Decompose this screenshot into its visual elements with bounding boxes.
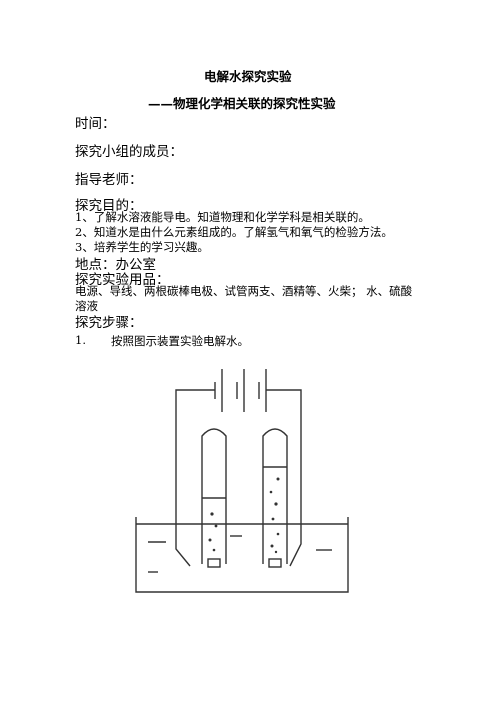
- purpose-item-1: 1、了解水溶液能导电。知道物理和化学学科是相关联的。: [75, 210, 370, 224]
- test-tube-right: [262, 428, 288, 564]
- electrode-right: [268, 558, 282, 568]
- electrode-left: [207, 558, 221, 568]
- materials-line-1: 电源、导线、两根碳棒电极、试管两支、酒精等、火柴； 水、硫酸: [75, 284, 413, 298]
- wire-left: [175, 389, 215, 567]
- electrolysis-apparatus-illustration: [135, 369, 349, 593]
- test-tube-left: [201, 428, 227, 564]
- doc-title: 电解水探究实验: [204, 69, 292, 84]
- step-1-number: 1.: [75, 333, 86, 347]
- location-text: 地点：办公室: [75, 257, 156, 273]
- purpose-item-2: 2、知道水是由什么元素组成的。了解氢气和氧气的检验方法。: [75, 225, 393, 239]
- step-1-text: 按照图示装置实验电解水。: [111, 334, 249, 348]
- time-label: 时间：: [75, 116, 116, 132]
- wire-right: [266, 389, 302, 567]
- purpose-item-3: 3、培养学生的学习兴趣。: [75, 240, 209, 254]
- steps-label: 探究步骤：: [75, 315, 143, 331]
- teacher-label: 指导老师：: [75, 172, 143, 188]
- doc-subtitle: ——物理化学相关联的探究性实验: [148, 96, 336, 111]
- members-label: 探究小组的成员：: [75, 144, 183, 160]
- materials-label: 探究实验用品：: [75, 272, 170, 288]
- purpose-label: 探究目的：: [75, 198, 143, 214]
- water-basin: [135, 517, 349, 593]
- materials-line-2: 溶液: [75, 299, 98, 313]
